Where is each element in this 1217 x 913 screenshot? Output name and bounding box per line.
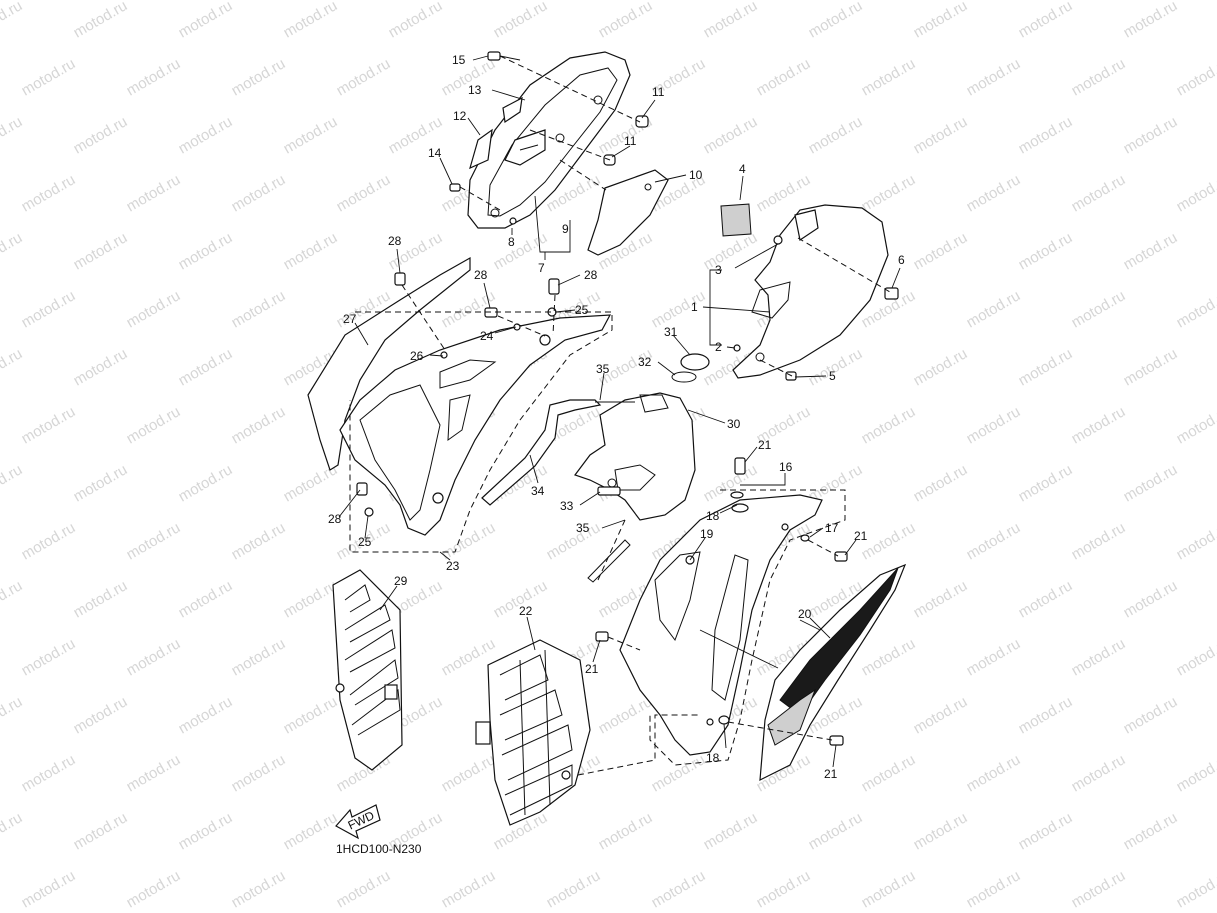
callout-20: 20 [798,607,812,621]
callout-2: 2 [715,340,722,354]
callout-25-b: 25 [358,535,372,549]
callout-18-b: 18 [706,751,720,765]
callout-4: 4 [739,162,746,176]
fuel-cap [671,353,710,383]
callout-29: 29 [394,574,408,588]
diagram-code: 1HCD100-N230 [336,842,422,856]
number-plate-bolts [449,51,649,225]
callout-24: 24 [480,329,494,343]
callout-28-a: 28 [388,234,402,248]
callout-11-lower: 11 [624,134,637,148]
left-shroud-decal [307,256,471,471]
callout-21-a: 21 [758,438,772,452]
number-plate-sticker [587,169,669,256]
callout-28-c: 28 [584,268,598,282]
callout-35-upper: 35 [596,362,610,376]
callout-19: 19 [700,527,714,541]
breather-hose [481,399,635,583]
callout-28-b: 28 [474,268,488,282]
side-cover-fasteners [733,235,899,381]
callout-35-lower: 35 [576,521,590,535]
fuel-tank [574,392,696,521]
fwd-arrow: FWD [335,804,381,840]
callout-18-a: 18 [706,509,720,523]
callout-15: 15 [452,53,466,67]
callout-3: 3 [715,263,722,277]
right-shroud-decal [759,563,907,782]
callout-30: 30 [727,417,741,431]
tank-bolt [597,486,621,496]
number-plate-part [467,51,631,229]
callout-33: 33 [560,499,574,513]
callout-10: 10 [689,168,703,182]
callout-13: 13 [468,83,482,97]
callout-14: 14 [428,146,442,160]
callout-6: 6 [898,253,905,267]
callout-26: 26 [410,349,424,363]
callout-1: 1 [691,300,698,314]
callout-34: 34 [531,484,545,498]
callout-32: 32 [638,355,652,369]
callout-25-a: 25 [575,303,589,317]
callout-23: 23 [446,559,460,573]
callout-11-upper: 11 [652,85,665,99]
callout-7: 7 [538,261,545,275]
side-cover-sticker [720,203,752,237]
callout-22: 22 [519,604,533,618]
side-cover-right [732,204,889,379]
number-plate-dashes [459,55,641,211]
callout-21-d: 21 [824,767,838,781]
radiator-guard-center [475,639,700,826]
callout-31: 31 [664,325,678,339]
callout-17: 17 [825,521,839,535]
callout-16: 16 [779,460,793,474]
callout-8: 8 [508,235,515,249]
right-shroud [619,494,823,756]
callout-28-d: 28 [328,512,342,526]
callout-21-c: 21 [585,662,599,676]
callout-5: 5 [829,369,836,383]
callout-21-b: 21 [854,529,868,543]
callout-9: 9 [562,222,569,236]
callout-27: 27 [343,312,357,326]
callout-12: 12 [453,109,467,123]
left-shroud [339,314,612,536]
radiator-guard-left [332,569,403,771]
leader-lines [338,55,901,768]
callout-labels: 15 13 12 14 11 11 10 8 9 7 4 3 6 1 2 5 2… [328,53,905,781]
